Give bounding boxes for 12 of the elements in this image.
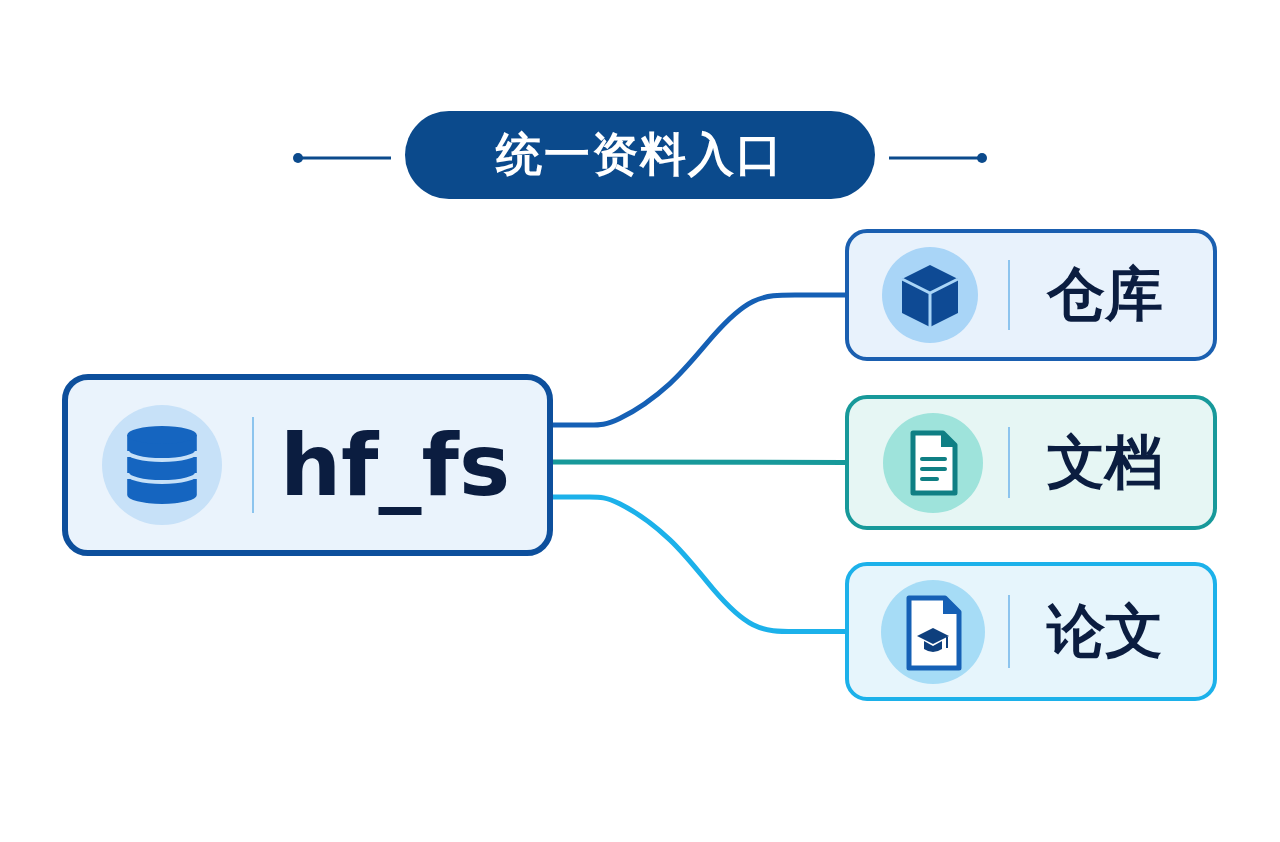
connector-line — [553, 292, 845, 428]
node-box — [845, 229, 1217, 361]
node-box — [62, 374, 553, 556]
node-label: 论文 — [1047, 595, 1163, 667]
connector-line — [553, 459, 845, 465]
node-label: hf_fs — [279, 415, 511, 515]
node-label: 仓库 — [1047, 259, 1163, 330]
connector-line — [553, 494, 845, 634]
node-box — [845, 395, 1217, 530]
node-label: 文档 — [1047, 426, 1163, 498]
node-box — [845, 562, 1217, 701]
title-pill: 统一资料入口 — [405, 111, 875, 199]
